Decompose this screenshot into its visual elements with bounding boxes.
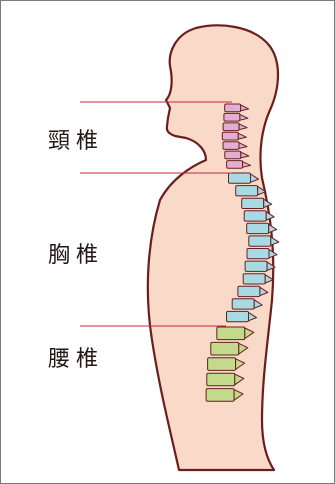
thoracic-vertebra xyxy=(229,173,251,183)
thoracic-label: 胸椎 xyxy=(48,237,104,269)
thoracic-vertebra xyxy=(244,211,266,221)
cervical-vertebra xyxy=(224,113,240,121)
thoracic-vertebra xyxy=(232,299,254,309)
thoracic-vertebra xyxy=(247,223,269,233)
thoracic-vertebra xyxy=(247,249,269,259)
thoracic-vertebra xyxy=(242,198,264,208)
cervical-vertebra xyxy=(227,161,243,169)
cervical-vertebra xyxy=(223,123,239,131)
cervical-vertebra xyxy=(225,104,241,112)
lumbar-label: 腰椎 xyxy=(48,341,104,373)
cervical-vertebra xyxy=(223,142,239,150)
cervical-vertebra xyxy=(222,132,238,140)
thoracic-vertebra xyxy=(236,186,258,196)
body-silhouette xyxy=(148,25,278,470)
lumbar-vertebra xyxy=(206,389,234,402)
lumbar-vertebra xyxy=(207,373,235,386)
lumbar-vertebra xyxy=(217,327,245,340)
thoracic-vertebra xyxy=(245,261,267,271)
thoracic-spinous-process xyxy=(266,212,274,220)
cervical-vertebra xyxy=(225,151,241,159)
thoracic-spinous-process xyxy=(269,224,277,232)
thoracic-vertebra xyxy=(243,274,265,284)
lumbar-vertebra xyxy=(208,358,236,371)
cervical-label: 頸椎 xyxy=(48,123,104,155)
lumbar-vertebra xyxy=(211,342,239,355)
thoracic-vertebra xyxy=(249,236,271,246)
thoracic-vertebra xyxy=(238,286,260,296)
thoracic-vertebra xyxy=(227,311,249,321)
thoracic-spinous-process xyxy=(271,237,279,245)
